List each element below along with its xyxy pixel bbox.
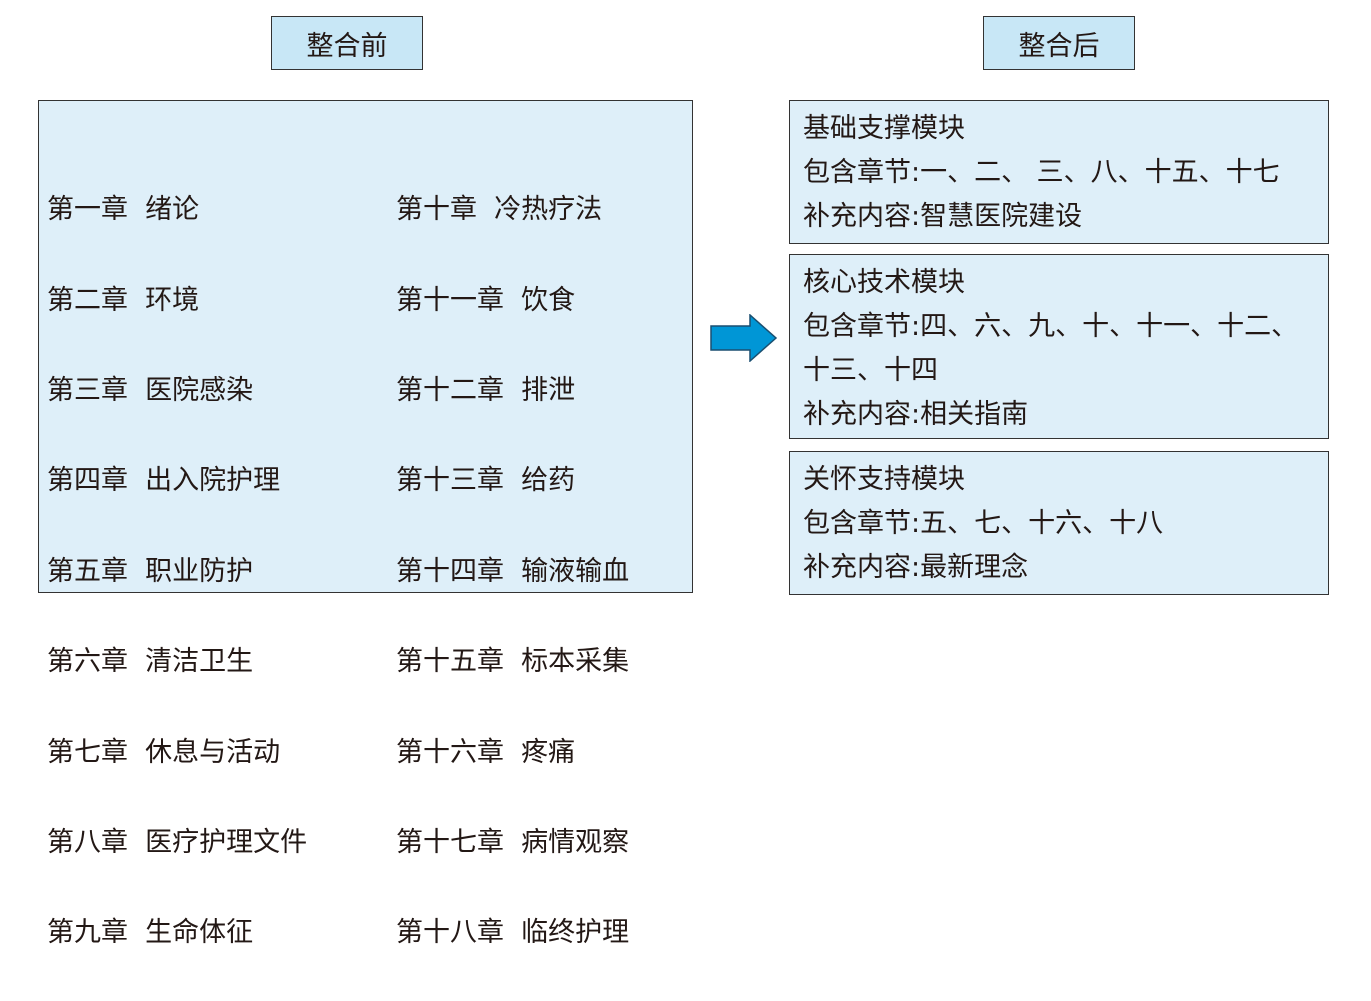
module-supplement: 补充内容:最新理念 <box>803 552 1029 583</box>
chapter-item: 第十五章 标本采集 <box>396 646 630 678</box>
chapter-item: 第五章 职业防护 <box>47 555 254 587</box>
before-left-column: 第一章 绪论 第二章 环境 第三章 医院感染 第四章 出入院护理 第五章 职业防… <box>47 142 307 1001</box>
before-right-column: 第十章 冷热疗法 第十一章 饮食 第十二章 排泄 第十三章 给药 第十四章 输液… <box>396 142 629 1001</box>
chapter-item: 第三章 医院感染 <box>47 375 254 407</box>
module-chapters: 包含章节:五、七、十六、十八 <box>803 508 1164 539</box>
chapter-item: 第十八章 临终护理 <box>396 917 630 949</box>
chapter-item: 第十章 冷热疗法 <box>396 194 603 226</box>
module-care: 关怀支持模块 包含章节:五、七、十六、十八 补充内容:最新理念 <box>789 451 1329 595</box>
module-chapters: 包含章节:四、六、九、十、十一、十二、 <box>803 311 1299 342</box>
before-title-text: 整合前 <box>306 30 388 62</box>
module-supplement: 补充内容:智慧医院建设 <box>803 201 1083 232</box>
module-supplement: 补充内容:相关指南 <box>803 399 1029 430</box>
chapter-item: 第十六章 疼痛 <box>396 736 576 768</box>
module-name: 基础支撑模块 <box>803 113 965 144</box>
before-title: 整合前 <box>271 16 423 70</box>
chapter-item: 第一章 绪论 <box>47 194 200 226</box>
chapter-item: 第六章 清洁卫生 <box>47 646 254 678</box>
after-title: 整合后 <box>983 16 1135 70</box>
module-name: 核心技术模块 <box>803 267 965 298</box>
chapter-item: 第十二章 排泄 <box>396 375 576 407</box>
before-chapter-box <box>38 100 693 593</box>
chapter-item: 第十一章 饮食 <box>396 284 576 316</box>
chapter-item: 第七章 休息与活动 <box>47 736 281 768</box>
chapter-item: 第八章 医疗护理文件 <box>47 827 308 859</box>
chapter-item: 第四章 出入院护理 <box>47 465 281 497</box>
module-foundation: 基础支撑模块 包含章节:一、二、 三、八、十五、十七 补充内容:智慧医院建设 <box>789 100 1329 244</box>
right-arrow-icon <box>710 314 778 362</box>
chapter-item: 第二章 环境 <box>47 284 200 316</box>
chapter-item: 第九章 生命体征 <box>47 917 254 949</box>
chapter-item: 第十七章 病情观察 <box>396 827 630 859</box>
module-core: 核心技术模块 包含章节:四、六、九、十、十一、十二、 十三、十四 补充内容:相关… <box>789 254 1329 439</box>
chapter-item: 第十四章 输液输血 <box>396 555 630 587</box>
module-chapters: 包含章节:一、二、 三、八、十五、十七 <box>803 157 1280 188</box>
after-title-text: 整合后 <box>1018 30 1100 62</box>
chapter-item: 第十三章 给药 <box>396 465 576 497</box>
module-name: 关怀支持模块 <box>803 464 965 495</box>
module-chapters-cont: 十三、十四 <box>803 355 938 386</box>
